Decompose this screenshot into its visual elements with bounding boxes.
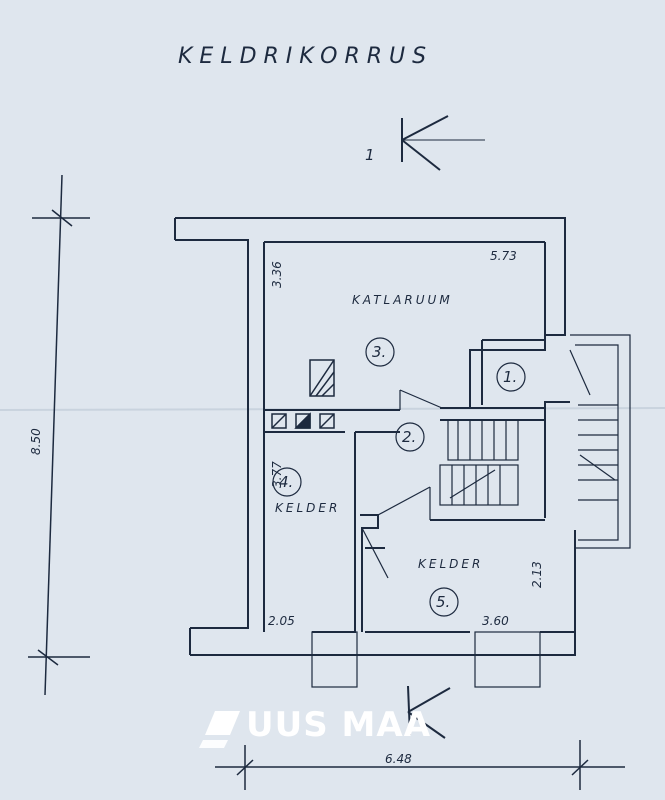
room5-number: 5.: [436, 593, 450, 611]
room5-height-label: 2.13: [530, 561, 544, 588]
width-dimension-line: [215, 740, 625, 790]
room4-width-label: 2.05: [268, 614, 295, 628]
outer-walls: [174, 217, 576, 656]
room3-number: 3.: [372, 343, 386, 361]
room3-name-label: KATLARUUM: [352, 293, 453, 307]
room5-width-label: 3.60: [482, 614, 509, 628]
room5-name-label: KELDER: [418, 557, 483, 571]
interior-walls: [264, 339, 575, 633]
interior-staircase: [439, 419, 519, 506]
watermark-brand: UUS MAA: [246, 705, 431, 745]
plan-title: KELDRIKORRUS: [178, 44, 433, 69]
room4-number: 4.: [279, 473, 293, 491]
north-arrow-icon: [401, 115, 485, 171]
total-width-label: 6.48: [385, 752, 412, 766]
window-sills: [311, 631, 541, 688]
room3-width-label: 5.73: [490, 249, 517, 263]
room1-number: 1.: [503, 368, 517, 386]
room2-number: 2.: [402, 428, 416, 446]
chimney-flues: [271, 412, 335, 429]
north-marker-label: 1: [365, 146, 375, 164]
boiler-unit: [309, 359, 335, 397]
exterior-staircase: [569, 334, 631, 549]
door-swings: [361, 389, 443, 579]
room3-height-label: 3.36: [270, 261, 284, 288]
total-height-label: 8.50: [29, 428, 43, 455]
room4-name-label: KELDER: [275, 501, 340, 515]
room-number-markers: [272, 337, 526, 617]
south-arrow-icon: [407, 685, 451, 739]
height-dimension-line: [28, 174, 90, 696]
brand-logo-icon: [199, 711, 240, 748]
